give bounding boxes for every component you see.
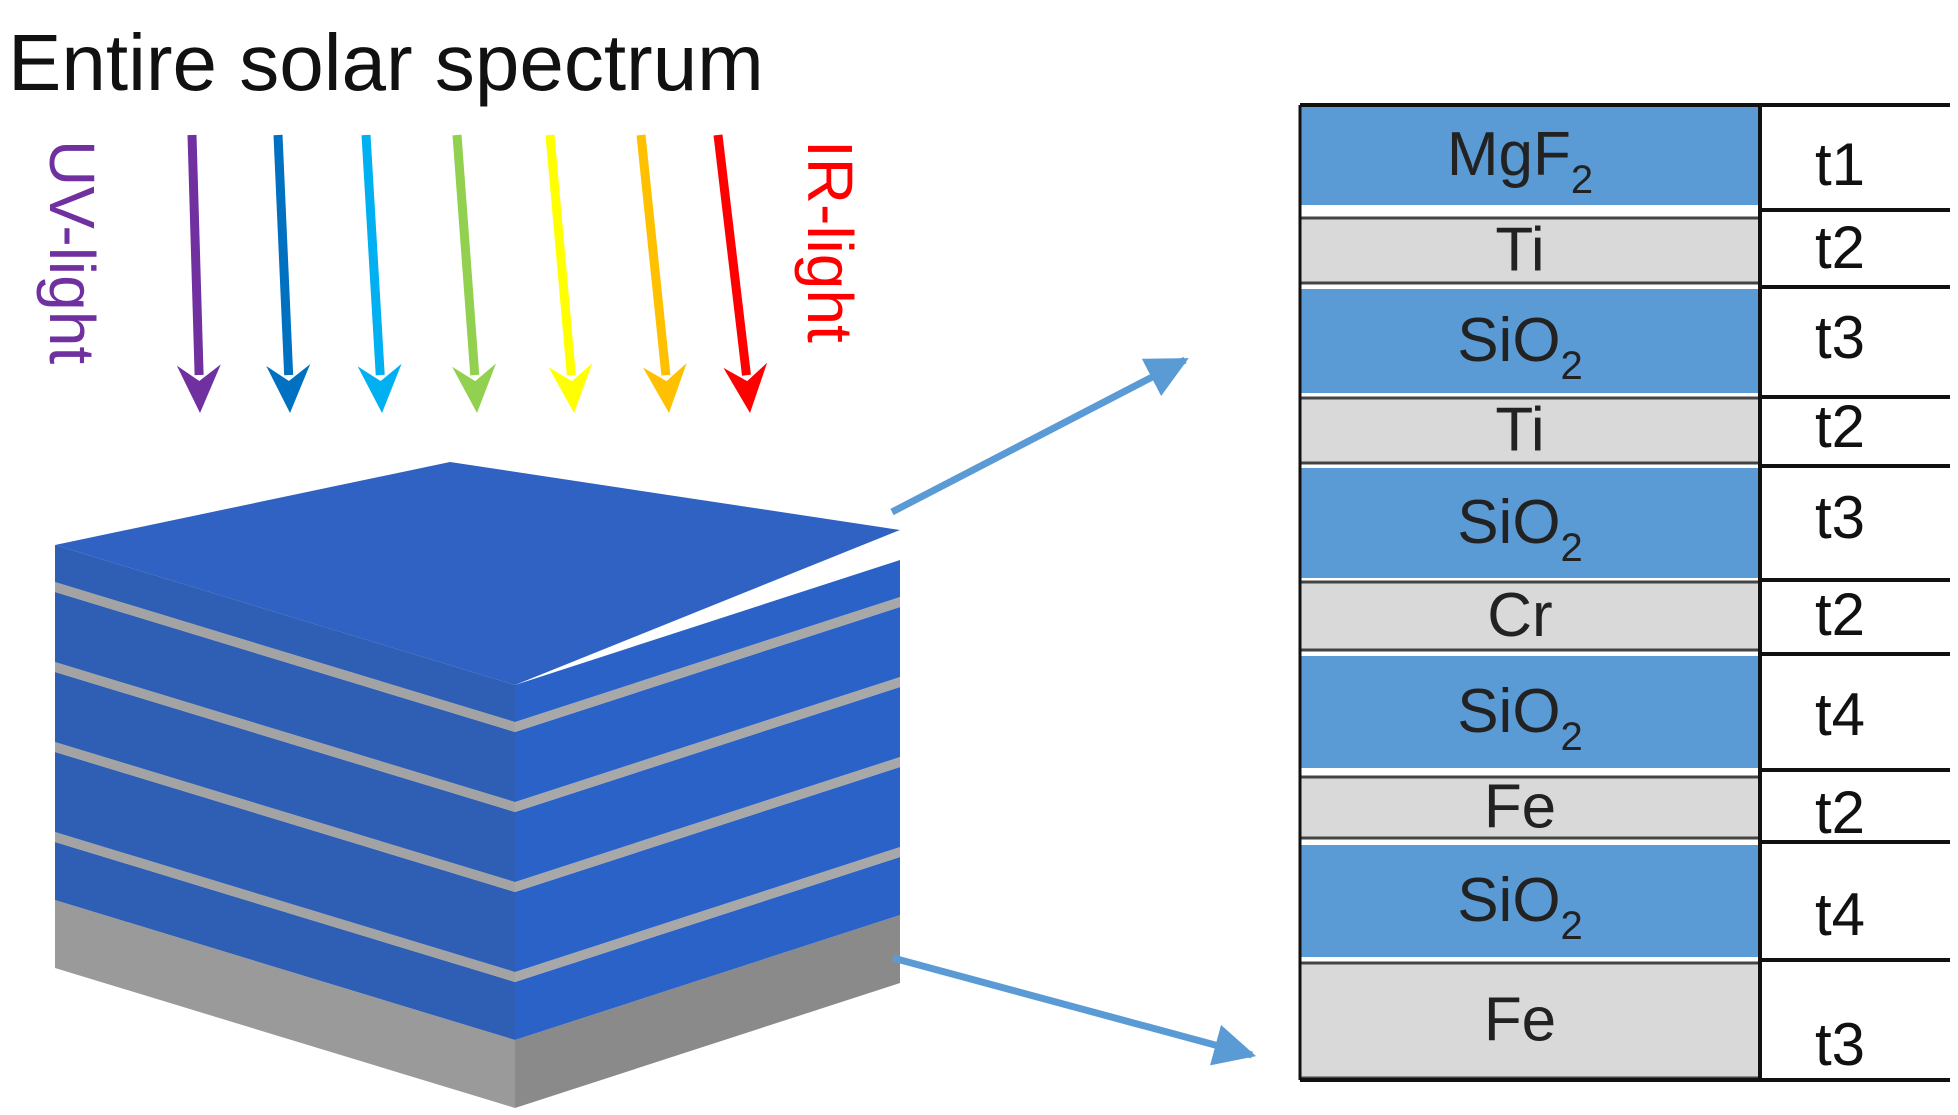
- layer-thickness-label: t2: [1815, 214, 1865, 281]
- layer-thickness-label: t2: [1815, 393, 1865, 460]
- layer-material-label: Ti: [1495, 216, 1544, 285]
- layer-rect: [1300, 656, 1760, 768]
- cube-side-stripe: [515, 847, 900, 982]
- layer-row: Cr t2: [1298, 580, 1865, 652]
- layer-row: Fe t3: [1298, 961, 1865, 1080]
- cube-layer: [55, 545, 515, 722]
- layer-material-label: MgF2: [1447, 120, 1593, 202]
- layer-material-label: Fe: [1484, 986, 1556, 1055]
- cube-substrate-layer: [55, 900, 515, 1108]
- cube-metal-stripe: [55, 662, 515, 812]
- cube-side-stripe: [515, 677, 900, 812]
- cube-layer: [55, 592, 515, 802]
- ir-light-label: IR-light: [794, 140, 866, 343]
- cube-side-layer: [515, 687, 900, 882]
- light-ray-arrow: [452, 134, 496, 413]
- layer-rect: [1298, 396, 1762, 465]
- cube-layer: [55, 752, 515, 972]
- layer-row: Ti t2: [1298, 393, 1865, 465]
- layer-thickness-label: t2: [1815, 581, 1865, 648]
- cube-substrate-side: [515, 915, 900, 1108]
- cube-layer: [55, 842, 515, 1040]
- light-rays: [176, 134, 768, 413]
- cube-metal-stripe: [55, 742, 515, 892]
- callout-arrow-bottom: [892, 954, 1257, 1066]
- multilayer-cube: [55, 462, 900, 1108]
- layer-rect: [1300, 468, 1760, 578]
- layer-row: Ti t2: [1298, 214, 1865, 285]
- layer-material-label: Ti: [1495, 396, 1544, 465]
- cube-side-layer: [515, 767, 900, 972]
- layer-thickness-label: t3: [1815, 1011, 1865, 1078]
- layer-row: Fe t2: [1298, 773, 1865, 846]
- layer-row: MgF2 t1: [1300, 105, 1865, 205]
- cube-side-layer: [515, 607, 900, 802]
- light-ray-arrow: [266, 134, 311, 413]
- light-ray-arrow: [176, 134, 221, 413]
- layer-thickness-label: t3: [1815, 484, 1865, 551]
- light-ray-arrow: [545, 134, 593, 413]
- light-ray-arrow: [713, 134, 768, 413]
- layer-thickness-label: t2: [1815, 779, 1865, 846]
- layer-material-label: Fe: [1484, 773, 1556, 842]
- cube-side-layer: [515, 560, 900, 722]
- diagram-title: Entire solar spectrum: [8, 18, 764, 107]
- layer-rect: [1298, 775, 1762, 840]
- uv-light-label: UV-light: [36, 140, 108, 364]
- layer-rect: [1300, 289, 1760, 393]
- cube-top-face: [55, 462, 900, 685]
- cube-layer: [55, 672, 515, 882]
- cube-metal-stripe: [55, 582, 515, 732]
- light-ray-arrow: [636, 134, 687, 413]
- layer-rect: [1298, 961, 1762, 1080]
- callout-arrow-top: [890, 356, 1189, 516]
- cube-side-layer: [515, 857, 900, 1040]
- layer-rect: [1300, 845, 1760, 957]
- cube-side-stripe: [515, 757, 900, 892]
- layer-thickness-label: t1: [1815, 131, 1865, 198]
- layer-thickness-label: t4: [1815, 681, 1865, 748]
- cube-metal-stripe: [55, 832, 515, 982]
- layer-material-label: Cr: [1487, 581, 1552, 650]
- layer-rect: [1300, 105, 1760, 205]
- layer-thickness-label: t4: [1815, 881, 1865, 948]
- layer-thickness-label: t3: [1815, 304, 1865, 371]
- light-ray-arrow: [357, 134, 402, 413]
- cube-side-stripe: [515, 597, 900, 732]
